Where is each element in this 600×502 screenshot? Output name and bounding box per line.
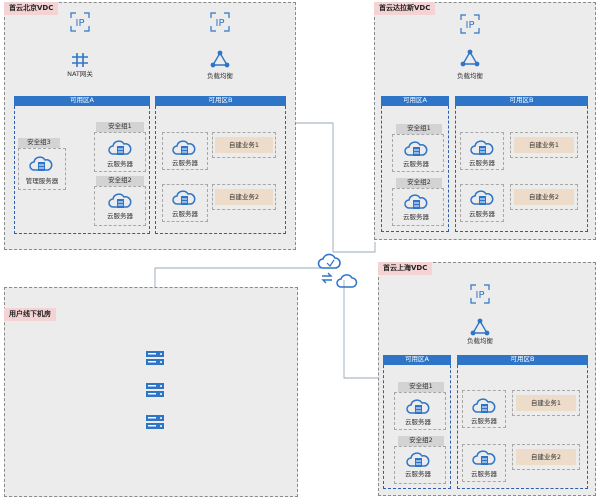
business-box bbox=[512, 390, 580, 416]
cloud-server-box bbox=[460, 132, 504, 170]
shanghai-zone-a-title: 可用区A bbox=[383, 355, 451, 365]
security-group-1-label: 安全组1 bbox=[398, 382, 444, 392]
cloud-server-label: 云服务器 bbox=[107, 212, 133, 220]
beijing-vdc-title: 首云北京VDC bbox=[4, 2, 59, 15]
cloud-server-label: 云服务器 bbox=[405, 470, 431, 478]
offline-room-title: 用户线下机房 bbox=[4, 308, 56, 321]
cloud-server-icon bbox=[470, 188, 494, 208]
cloud-server-label: 云服务器 bbox=[403, 160, 429, 168]
load-balancer-label: 负载均衡 bbox=[467, 337, 493, 345]
dallas-zone-b-title: 可用区B bbox=[455, 96, 588, 106]
cloud-server-label: 云服务器 bbox=[172, 159, 198, 167]
management-server-label: 管理服务器 bbox=[25, 177, 59, 185]
cloud-server-icon bbox=[172, 138, 196, 158]
business-box bbox=[212, 184, 276, 210]
cloud-server-label: 云服务器 bbox=[469, 210, 495, 218]
business-2: 自建业务2 bbox=[516, 449, 576, 465]
beijing-vdc bbox=[4, 2, 296, 250]
business-1: 自建业务1 bbox=[514, 137, 574, 153]
cloud-server-icon bbox=[404, 192, 428, 212]
security-group-2-label: 安全组2 bbox=[398, 436, 444, 446]
business-1: 自建业务1 bbox=[215, 137, 273, 153]
cloud-server-label: 云服务器 bbox=[469, 159, 495, 167]
cloud-server-icon bbox=[472, 448, 496, 468]
security-group-1 bbox=[394, 392, 446, 430]
beijing-zone-b-title: 可用区B bbox=[155, 96, 286, 106]
cloud-server-icon bbox=[472, 396, 496, 416]
cloud-server-box bbox=[462, 390, 506, 428]
ip-icon-text: IP bbox=[76, 18, 85, 29]
cloud-server-box bbox=[460, 184, 504, 222]
business-2: 自建业务2 bbox=[514, 189, 574, 205]
business-1: 自建业务1 bbox=[516, 395, 576, 411]
ip-icon: IP bbox=[210, 12, 230, 32]
cloud-server-box bbox=[462, 444, 506, 482]
security-group-1 bbox=[94, 132, 146, 172]
exchange-arrows-icon bbox=[320, 270, 334, 284]
cloud-server-label: 云服务器 bbox=[172, 210, 198, 218]
security-group-3 bbox=[18, 148, 66, 190]
cloud-network-icon bbox=[317, 251, 341, 271]
security-group-1-label: 安全组1 bbox=[96, 122, 144, 132]
physical-server-icon bbox=[145, 414, 165, 430]
cloud-network-icon bbox=[336, 272, 358, 290]
business-box bbox=[512, 444, 580, 470]
security-group-2-label: 安全组2 bbox=[396, 178, 442, 188]
shanghai-vdc-title: 首云上海VDC bbox=[378, 262, 433, 275]
cloud-server-label: 云服务器 bbox=[471, 417, 497, 425]
cloud-server-label: 云服务器 bbox=[403, 213, 429, 221]
business-box bbox=[510, 184, 578, 210]
ip-icon: IP bbox=[70, 12, 90, 32]
cloud-server-icon bbox=[29, 154, 53, 174]
ip-icon-text: IP bbox=[466, 20, 475, 31]
cloud-server-icon bbox=[404, 139, 428, 159]
shanghai-zone-b-title: 可用区B bbox=[457, 355, 588, 365]
physical-server-icon bbox=[145, 350, 165, 366]
load-balancer-label: 负载均衡 bbox=[207, 72, 233, 80]
security-group-2-label: 安全组2 bbox=[96, 176, 144, 186]
cloud-server-icon bbox=[108, 138, 132, 158]
security-group-2 bbox=[94, 186, 146, 226]
nat-gateway-label: NAT网关 bbox=[67, 70, 93, 78]
ip-icon: IP bbox=[460, 14, 480, 34]
cloud-server-icon bbox=[470, 138, 494, 158]
load-balancer-label: 负载均衡 bbox=[457, 72, 483, 80]
business-box bbox=[510, 132, 578, 158]
dallas-vdc-title: 首云达拉斯VDC bbox=[374, 2, 436, 15]
dallas-zone-a-title: 可用区A bbox=[381, 96, 449, 106]
business-2: 自建业务2 bbox=[215, 189, 273, 205]
security-group-2 bbox=[394, 446, 446, 484]
nat-gateway-icon bbox=[70, 52, 90, 68]
ip-icon-text: IP bbox=[476, 290, 485, 301]
cloud-server-label: 云服务器 bbox=[405, 418, 431, 426]
security-group-1-label: 安全组1 bbox=[396, 124, 442, 134]
cloud-server-icon bbox=[172, 188, 196, 208]
beijing-zone-a-title: 可用区A bbox=[14, 96, 150, 106]
cloud-server-icon bbox=[108, 191, 132, 211]
cloud-server-icon bbox=[406, 397, 430, 417]
cloud-server-box bbox=[162, 184, 208, 222]
load-balancer-icon bbox=[210, 50, 230, 68]
cloud-server-label: 云服务器 bbox=[471, 470, 497, 478]
ip-icon: IP bbox=[470, 284, 490, 304]
security-group-3-label: 安全组3 bbox=[18, 138, 60, 148]
ip-icon-text: IP bbox=[216, 18, 225, 29]
cloud-server-label: 云服务器 bbox=[107, 160, 133, 168]
security-group-2 bbox=[392, 188, 444, 226]
cloud-server-icon bbox=[406, 450, 430, 470]
load-balancer-icon bbox=[460, 49, 480, 67]
physical-server-icon bbox=[145, 382, 165, 398]
security-group-1 bbox=[392, 134, 444, 172]
load-balancer-icon bbox=[470, 318, 490, 336]
business-box bbox=[212, 132, 276, 158]
cloud-server-box bbox=[162, 132, 208, 170]
